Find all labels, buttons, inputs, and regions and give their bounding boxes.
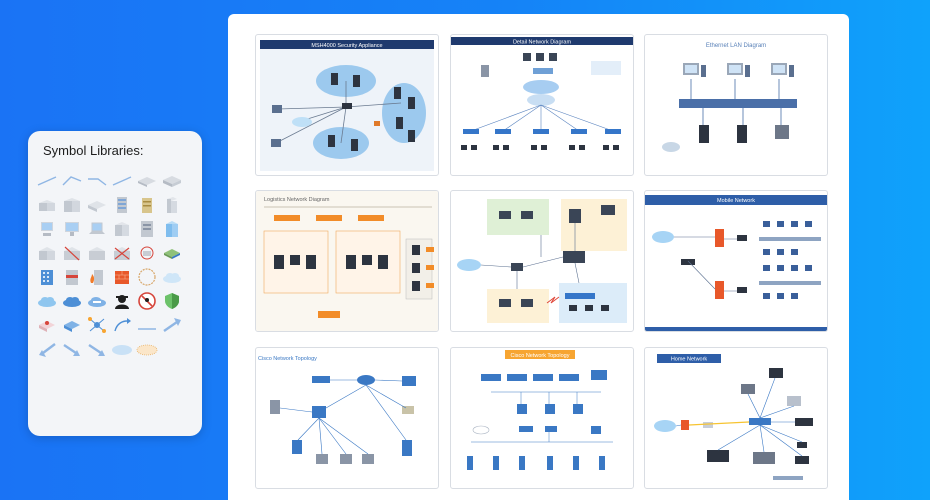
zigzag-connector-icon[interactable] [61, 171, 83, 191]
blue-hub-icon[interactable] [61, 315, 83, 335]
internet-cloud-icon[interactable] [61, 291, 83, 311]
shield-icon[interactable] [161, 291, 183, 311]
mainframe-icon[interactable] [136, 219, 158, 239]
straight-connector-icon[interactable] [111, 171, 133, 191]
line-connector-icon[interactable] [136, 315, 158, 335]
network-cloud-icon[interactable] [86, 291, 108, 311]
switch-green-icon[interactable] [161, 243, 183, 263]
arrow-right-down-icon[interactable] [86, 339, 108, 359]
template-card-security-appliance[interactable]: MSH4000 Security Appliance [255, 34, 439, 176]
diagonal-connector-icon[interactable] [36, 171, 58, 191]
template-card-office-network[interactable] [450, 190, 634, 332]
diagram-preview: Detail Network Diagram [451, 37, 633, 150]
template-title: Ethernet LAN Diagram [706, 43, 766, 49]
building-icon[interactable] [36, 267, 58, 287]
template-title: Home Network [671, 357, 708, 363]
diagram-preview: Cisco Network Topology [467, 350, 613, 470]
laptop-icon[interactable] [86, 219, 108, 239]
symbol-grid [36, 171, 196, 401]
bent-connector-icon[interactable] [86, 171, 108, 191]
diagram-preview: Cisco Network Topology [258, 356, 416, 464]
workstation-icon[interactable] [36, 219, 58, 239]
fire-server-icon[interactable] [86, 267, 108, 287]
arrow-diag-icon[interactable] [61, 339, 83, 359]
diagram-preview: Home Network [654, 354, 813, 480]
blue-server-icon[interactable] [161, 219, 183, 239]
ring-device-icon[interactable] [136, 243, 158, 263]
curved-arrow-icon[interactable] [111, 315, 133, 335]
template-card-home-network[interactable]: Home Network [644, 347, 828, 489]
diagram-preview: Mobile Network [645, 195, 827, 331]
gold-server-icon[interactable] [136, 195, 158, 215]
firewall-server-icon[interactable] [61, 267, 83, 287]
flat-device-icon[interactable] [136, 171, 158, 191]
monitor-icon[interactable] [61, 219, 83, 239]
template-title: Logistics Network Diagram [264, 197, 330, 203]
template-gallery: MSH4000 Security Appliance [228, 14, 849, 500]
topology-node-icon[interactable] [86, 315, 108, 335]
pink-device-icon[interactable] [36, 315, 58, 335]
no-access-icon[interactable] [136, 291, 158, 311]
diagram-preview: MSH4000 Security Appliance [260, 40, 434, 171]
template-title: Mobile Network [717, 198, 755, 204]
firewall-icon[interactable] [111, 267, 133, 287]
router-box-icon[interactable] [86, 195, 108, 215]
tower-server-icon[interactable] [161, 195, 183, 215]
panel-title: Symbol Libraries: [43, 143, 144, 158]
template-card-detail-network[interactable]: Detail Network Diagram [450, 34, 634, 176]
symbol-libraries-panel: Symbol Libraries: [28, 131, 202, 436]
appliance-icon[interactable] [86, 243, 108, 263]
disconnected-device-icon[interactable] [61, 243, 83, 263]
template-card-ethernet-lan[interactable]: Ethernet LAN Diagram [644, 34, 828, 176]
cloud-icon[interactable] [36, 291, 58, 311]
template-title: Cisco Network Topology [258, 356, 317, 362]
blocked-device-icon[interactable] [111, 243, 133, 263]
template-title: MSH4000 Security Appliance [311, 43, 382, 49]
template-card-logistics-network[interactable]: Logistics Network Diagram [255, 190, 439, 332]
diagram-preview [457, 199, 627, 323]
template-title: Detail Network Diagram [513, 40, 571, 46]
template-card-cisco-topology[interactable]: Cisco Network Topology [255, 347, 439, 489]
dashed-circle-icon[interactable] [136, 267, 158, 287]
template-card-cisco-topology-2[interactable]: Cisco Network Topology [450, 347, 634, 489]
arrow-down-left-icon[interactable] [36, 339, 58, 359]
server-box-icon[interactable] [36, 195, 58, 215]
gray-device-icon[interactable] [36, 243, 58, 263]
hub-device-icon[interactable] [161, 171, 183, 191]
cube-icon[interactable] [111, 219, 133, 239]
rack-server-icon[interactable] [111, 195, 133, 215]
template-card-mobile-network[interactable]: Mobile Network [644, 190, 828, 332]
oval-zone-icon[interactable] [111, 339, 133, 359]
storage-box-icon[interactable] [61, 195, 83, 215]
light-cloud-icon[interactable] [161, 267, 183, 287]
template-title: Cisco Network Topology [511, 353, 570, 359]
arrow-up-right-icon[interactable] [161, 315, 183, 335]
dotted-zone-icon[interactable] [136, 339, 158, 359]
diagram-preview: Logistics Network Diagram [256, 191, 438, 331]
hacker-icon[interactable] [111, 291, 133, 311]
diagram-preview: Ethernet LAN Diagram [662, 43, 797, 152]
